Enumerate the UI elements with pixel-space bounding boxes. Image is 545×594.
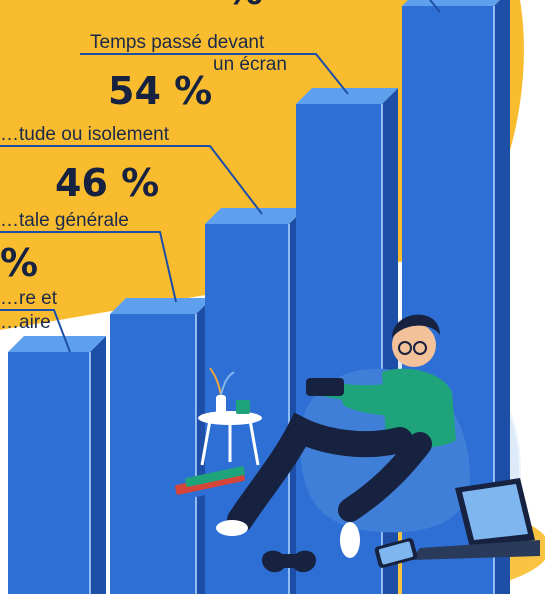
person-gaming-icon (216, 314, 456, 558)
bar-5-top (402, 0, 500, 6)
bar-2-top (110, 298, 212, 314)
bar-1-side (90, 336, 106, 594)
label-1-line-2: un écran (213, 54, 287, 75)
label-2-line-1: …tude ou isolement (0, 124, 170, 145)
leader-line-4 (0, 309, 71, 353)
label-3-line-1: …tale générale (0, 210, 129, 231)
gamepad-icon (262, 550, 316, 573)
books-icon (165, 466, 246, 503)
mug-icon (236, 400, 250, 414)
bar-1-front (8, 352, 90, 594)
leader-line-1 (80, 53, 349, 95)
bar-1-top (8, 336, 106, 352)
leader-line-2 (0, 145, 263, 215)
value-label-2: 46 % (55, 161, 159, 205)
smartphone-icon (374, 538, 418, 568)
leader-line-3 (0, 231, 177, 303)
bar-5-side (494, 0, 510, 594)
bar-2-front (110, 314, 196, 594)
value-label-1: 54 % (108, 69, 212, 113)
side-table-icon (198, 411, 262, 466)
label-4-line-2: …aire (0, 312, 51, 333)
laptop-icon (410, 478, 540, 560)
label-1-line-1: Temps passé devant (90, 32, 265, 53)
leader-lines (0, 0, 441, 353)
leader-line-top (429, 0, 441, 13)
bar-3-top (205, 208, 305, 224)
value-label-top-cut: % (225, 0, 263, 13)
bar-4-top (296, 88, 398, 104)
label-4-line-1: …re et (0, 288, 58, 309)
bars-group (8, 0, 510, 594)
value-label-3: % (0, 241, 38, 285)
plant-vase-icon (209, 367, 235, 415)
